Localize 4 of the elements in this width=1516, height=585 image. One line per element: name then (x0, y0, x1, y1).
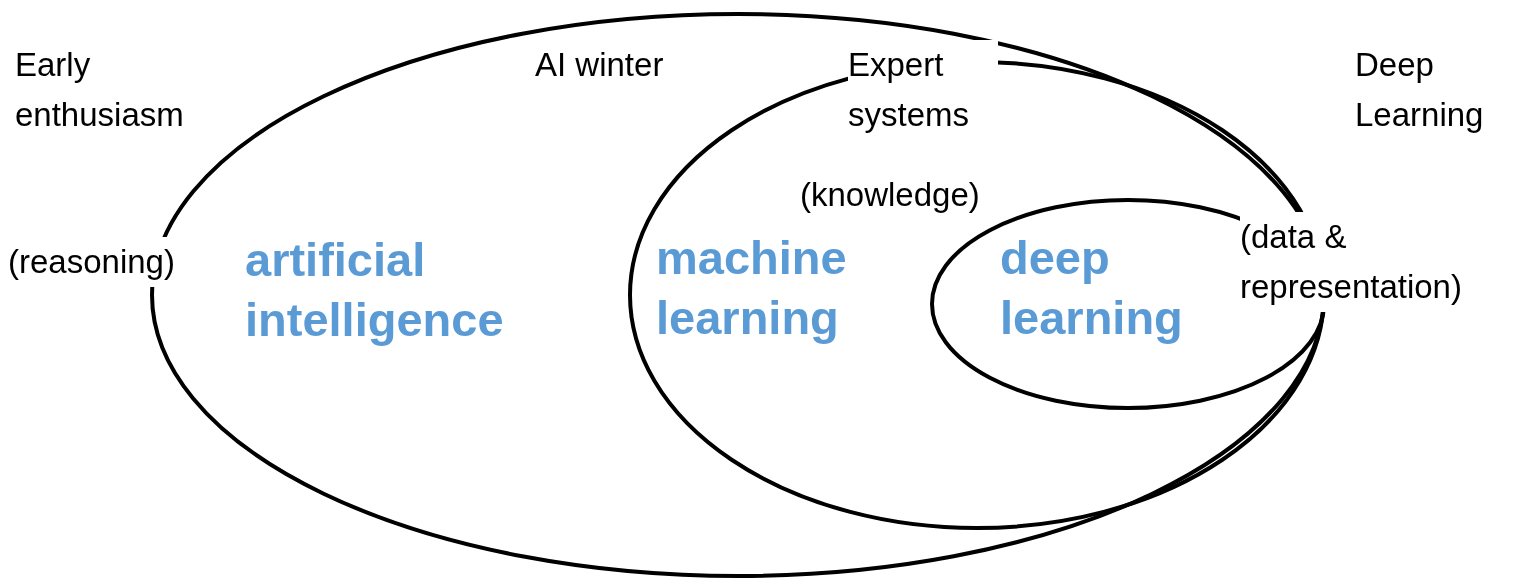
set-label: machine learning (656, 230, 848, 346)
set-label: deep learning (1000, 230, 1184, 346)
note-label: (reasoning) (8, 237, 175, 287)
set-label: artificial intelligence (245, 232, 505, 348)
